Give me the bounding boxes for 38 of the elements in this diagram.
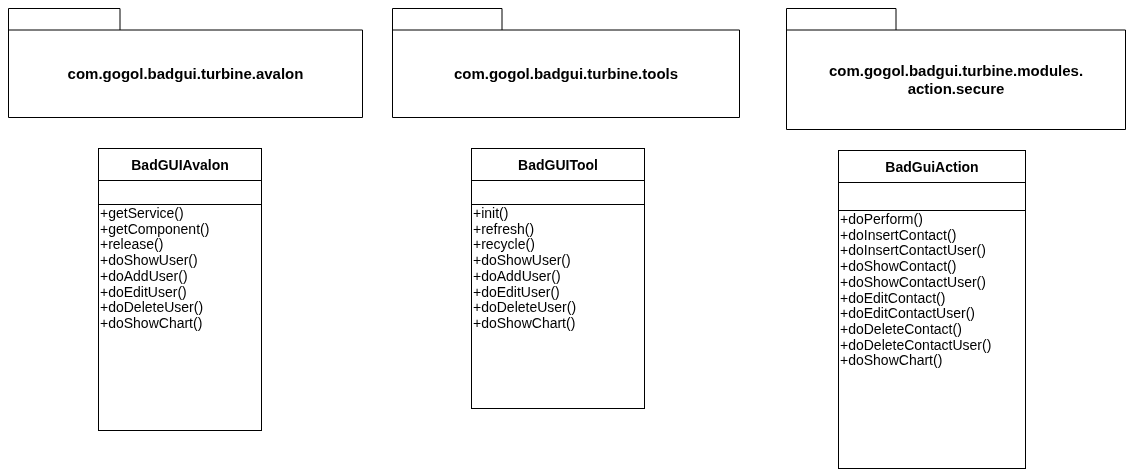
method-name: +getService() [99, 206, 184, 222]
package-folder [8, 8, 363, 118]
method-name: +doShowUser() [472, 253, 571, 269]
method-name: +doShowContactUser() [839, 274, 986, 291]
method-name: +doPerform() [839, 212, 923, 228]
class-box [98, 148, 262, 431]
package-name: com.gogol.badgui.turbine.modules. action.secure [827, 62, 1085, 98]
method-name: +doShowUser() [99, 253, 198, 269]
method-name: +doDeleteContact() [839, 321, 962, 338]
class-name: BadGuiAction [885, 158, 979, 175]
method-name: +doEditContact() [839, 290, 946, 307]
method-name: +doShowChart() [99, 315, 203, 332]
package-folder [786, 8, 1126, 130]
package-name: com.gogol.badgui.turbine.tools [453, 65, 679, 83]
class-name: BadGUIAvalon [131, 156, 229, 173]
method-name: +doShowChart() [839, 353, 943, 370]
method-name: +doDeleteUser() [99, 300, 204, 316]
method-name: +doInsertContact() [839, 227, 957, 244]
method-name: +doEditContactUser() [839, 306, 975, 322]
method-name: +doShowContact() [839, 259, 957, 275]
package-name: com.gogol.badgui.turbine.avalon [67, 65, 304, 83]
method-name: +doShowChart() [472, 315, 576, 332]
method-name: +doDeleteUser() [472, 300, 577, 316]
method-name: +doEditUser() [99, 284, 187, 301]
class-box [838, 150, 1026, 469]
method-name: +release() [99, 237, 164, 254]
class-box [471, 148, 645, 409]
package-folder [392, 8, 740, 118]
method-name: +doInsertContactUser() [839, 243, 986, 260]
method-name: +init() [472, 206, 509, 222]
class-name: BadGUITool [518, 156, 598, 173]
method-name: +doAddUser() [99, 268, 188, 285]
method-name: +getComponent() [99, 221, 210, 238]
method-name: +doAddUser() [472, 268, 561, 285]
method-name: +refresh() [472, 221, 535, 238]
method-name: +doEditUser() [472, 284, 560, 301]
method-name: +recycle() [472, 237, 535, 254]
method-name: +doDeleteContactUser() [839, 337, 992, 354]
